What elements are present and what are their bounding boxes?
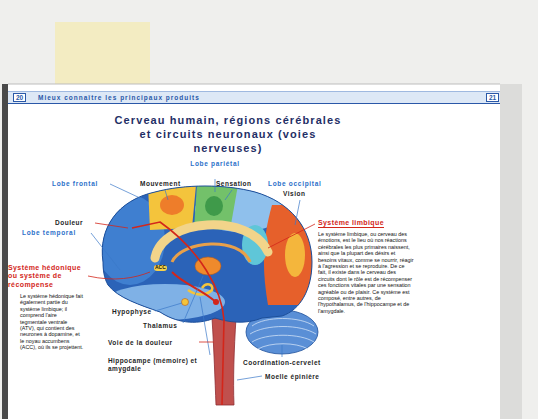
red-leader-lines (88, 223, 315, 342)
header-band: Mieux connaître les principaux produits (8, 91, 500, 104)
structure-label: Moelle épinière (265, 373, 319, 380)
system-description: Le système limbique, ou cerveau des émot… (318, 231, 414, 314)
book-page (8, 84, 500, 419)
band-text: Mieux connaître les principaux produits (8, 92, 500, 101)
leader-line (237, 376, 262, 380)
cerebrum-outline (102, 186, 312, 322)
system-description: Le système hédonique fait également part… (20, 293, 84, 351)
system-heading: Système hédonique ou système de récompen… (8, 264, 90, 289)
leader-line (199, 342, 214, 343)
visual-cortex (285, 233, 305, 277)
cerebellum-folds (250, 319, 316, 350)
leader-line (95, 223, 128, 228)
structure-tag: ACC (154, 265, 167, 271)
leader-line (155, 303, 182, 311)
leader-line (295, 200, 300, 225)
page-number: 20 (13, 93, 26, 102)
leader-line (215, 179, 216, 192)
function-label: Vision (283, 190, 305, 197)
page-top-edge (8, 84, 500, 85)
leader-line (200, 297, 210, 355)
structure-label: Hypophyse (112, 308, 152, 315)
leader-line (91, 233, 120, 270)
lobe-label: Lobe occipital (268, 180, 322, 187)
leader-line (110, 184, 140, 198)
diagram-title: Cerveau humain, régions cérébrales et ci… (110, 113, 346, 155)
leader-line (268, 224, 315, 248)
corpus-callosum (155, 225, 268, 258)
book-binding (2, 84, 8, 419)
sticky-note (55, 22, 150, 88)
structure-label: Thalamus (143, 322, 177, 329)
function-label: Douleur (55, 219, 83, 226)
structure-label: Coordination-cervelet (243, 359, 321, 366)
leader-line (225, 190, 232, 200)
leader-line (282, 345, 283, 357)
leader-line (88, 272, 150, 279)
page-edge (500, 84, 522, 419)
leader-line (183, 276, 203, 323)
lobe-label: Lobe pariétal (190, 160, 240, 167)
vta-dot (213, 299, 219, 305)
leader-lines (91, 179, 300, 380)
leader-line (165, 190, 168, 200)
pathway-label: Voie de la douleur (108, 339, 173, 346)
page-number: 21 (486, 93, 499, 102)
system-heading: Système limbique (318, 219, 384, 228)
function-label: Sensation (216, 180, 252, 187)
structure-label: Hippocampe (mémoire) et amygdale (108, 357, 210, 374)
sensory-cortex-core (205, 196, 223, 216)
pituitary (182, 299, 189, 306)
motor-cortex-core (160, 195, 184, 215)
lobe-label: Lobe temporal (22, 229, 76, 236)
function-label: Mouvement (140, 180, 181, 187)
lobe-label: Lobe frontal (52, 180, 98, 187)
